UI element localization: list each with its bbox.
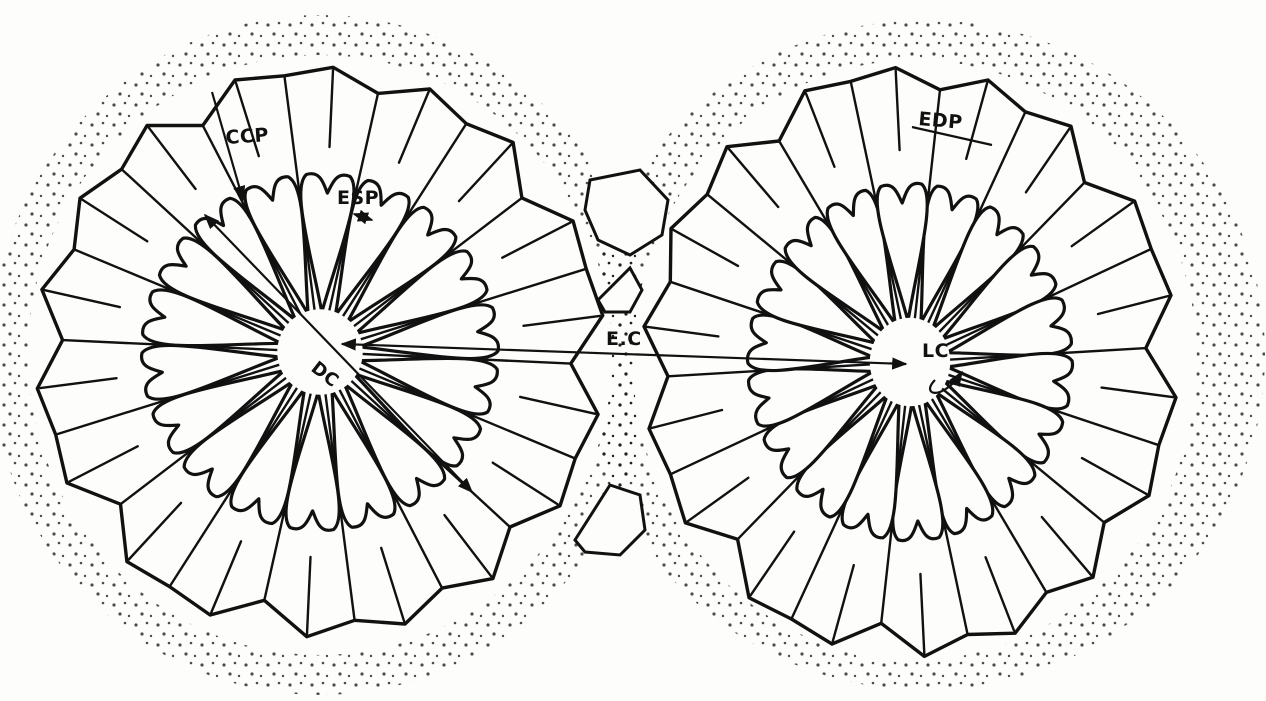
label-ccp: CCP xyxy=(225,124,270,149)
label-ec: E.C xyxy=(606,328,642,350)
label-lc: LC xyxy=(922,340,949,362)
label-esp: ESP xyxy=(337,187,379,209)
label-edp: EDP xyxy=(918,108,964,134)
